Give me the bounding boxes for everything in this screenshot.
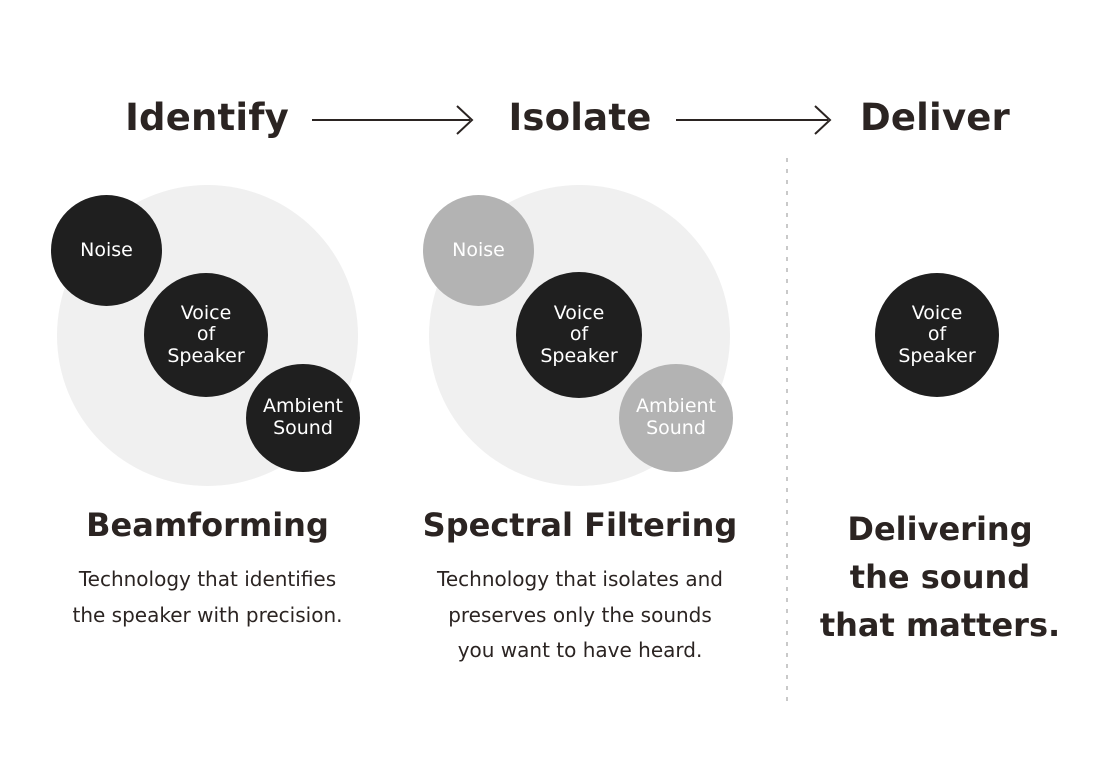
arrow-right-icon — [676, 86, 836, 150]
process-header: Identify Isolate Deliver — [0, 86, 1100, 150]
column-spectral-filtering: Spectral Filtering Technology that isola… — [405, 505, 755, 669]
bubble-label: Noise — [80, 238, 133, 261]
bubble-voice-of-speaker-identify[interactable]: Voice of Speaker — [144, 273, 268, 397]
bubble-voice-of-speaker-isolate[interactable]: Voice of Speaker — [516, 272, 642, 398]
bubble-label: Noise — [452, 238, 505, 261]
phase-label-identify: Identify — [125, 96, 289, 139]
column-title: Delivering the sound that matters. — [819, 510, 1061, 644]
bubble-voice-of-speaker-deliver[interactable]: Voice of Speaker — [875, 273, 999, 397]
bubble-label: Voice of Speaker — [167, 301, 245, 367]
column-body: Technology that isolates and preserves o… — [437, 567, 723, 663]
bubble-noise-isolate[interactable]: Noise — [423, 195, 534, 306]
column-title: Spectral Filtering — [422, 506, 738, 544]
bubble-label: Voice of Speaker — [898, 301, 976, 367]
bubble-noise-identify[interactable]: Noise — [51, 195, 162, 306]
column-body: Technology that identifies the speaker w… — [72, 567, 343, 627]
bubble-diagram: Noise Voice of Speaker Ambient Sound Noi… — [51, 185, 999, 486]
bubble-label: Voice of Speaker — [540, 301, 618, 367]
section-divider — [786, 158, 788, 701]
column-deliver: Delivering the sound that matters. — [815, 505, 1065, 649]
column-beamforming: Beamforming Technology that identifies t… — [45, 505, 370, 633]
arrow-right-icon — [312, 86, 478, 150]
phase-label-deliver: Deliver — [859, 96, 1011, 139]
column-title: Beamforming — [86, 506, 329, 544]
bubble-label: Ambient Sound — [635, 395, 717, 439]
bubble-label: Ambient Sound — [262, 395, 344, 439]
phase-label-isolate: Isolate — [508, 96, 652, 139]
bubble-ambient-sound-isolate[interactable]: Ambient Sound — [619, 364, 733, 472]
bubble-ambient-sound-identify[interactable]: Ambient Sound — [246, 364, 360, 472]
